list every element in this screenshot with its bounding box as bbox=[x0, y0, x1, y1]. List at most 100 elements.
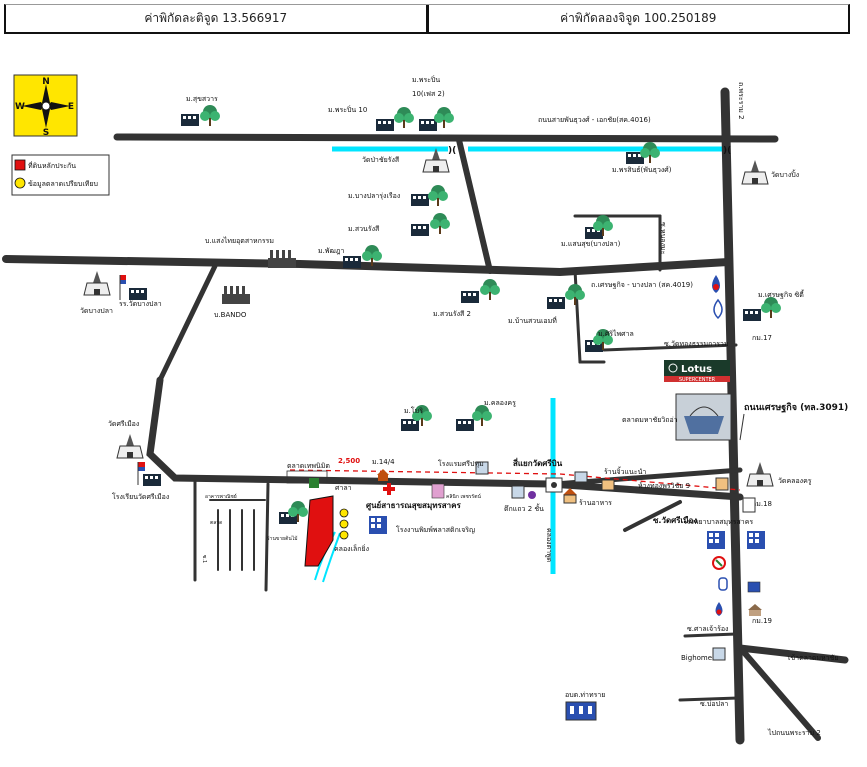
svg-text:โรงแรมศรีปทุม: โรงแรมศรีปทุม bbox=[438, 459, 484, 468]
svg-text:วัดบางปิ้ง: วัดบางปิ้ง bbox=[771, 168, 799, 179]
svg-text:สี่แยกวัดศรีบิน: สี่แยกวัดศรีบิน bbox=[513, 457, 563, 468]
svg-text:ม.พระปิ่น: ม.พระปิ่น bbox=[412, 75, 440, 84]
svg-text:วัดคลองครู: วัดคลองครู bbox=[778, 477, 812, 485]
road-north bbox=[113, 133, 779, 143]
khlong-lek-label: คลองเล็กยิ่ง bbox=[334, 544, 369, 553]
svg-text:ม.พรสินธ์(พันธุวงศ์): ม.พรสินธ์(พันธุวงศ์) bbox=[612, 166, 672, 174]
road-north-label: ถนนสายพันธุวงศ์ - เอกชัย(สค.4016) bbox=[538, 116, 651, 124]
legend-item-market: ข้อมูลตลาดเปรียบเทียบ bbox=[28, 180, 98, 188]
temple-wat-bangping: วัดบางปิ้ง bbox=[741, 159, 799, 185]
legend-red-swatch bbox=[14, 159, 26, 171]
school-bangpla: รร.วัดบางปลา bbox=[119, 275, 162, 308]
road-to-mahachai bbox=[736, 644, 849, 664]
khlong-prapa-label: คลองตาพูด bbox=[545, 528, 553, 562]
village-ban-suan: ม.บ้านสวนเอมที่ bbox=[508, 284, 585, 325]
village-suan-rangsi: ม.สวนรังสี bbox=[348, 213, 450, 236]
svg-text:Lotus: Lotus bbox=[681, 364, 712, 375]
temple-wat-srimuang: วัดศรีเมือง bbox=[108, 420, 144, 459]
lotus-supercenter: Lotus SUPERCENTER bbox=[664, 360, 730, 383]
svg-text:อบต.ท่าทราย: อบต.ท่าทราย bbox=[565, 691, 605, 699]
svg-text:ม.พระปิ่น 10: ม.พระปิ่น 10 bbox=[328, 105, 367, 114]
road-soi-sanjao bbox=[683, 632, 738, 638]
tambon-office: อบต.ท่าทราย bbox=[565, 691, 605, 721]
soi-1-label: ซ.1 bbox=[201, 555, 207, 563]
svg-text:ม.พัฒฎา: ม.พัฒฎา bbox=[318, 247, 344, 255]
road-soi-bo-pla bbox=[678, 696, 740, 702]
school-srimuang: โรงเรียนวัดศรีเมือง bbox=[112, 462, 169, 501]
svg-text:วัดศรีเมือง: วัดศรีเมือง bbox=[108, 420, 139, 428]
svg-text:ร้านอาหาร: ร้านอาหาร bbox=[579, 499, 612, 507]
factory-sangthai: บ.แสงไทยอุตสาหกรรม bbox=[205, 236, 296, 268]
wat-khlongkru-junction: สี่แยกวัดศรีบิน bbox=[513, 457, 563, 493]
road-settakit-bangpla-label: ถ.เศรษฐกิจ - บางปลา (สค.4019) bbox=[591, 281, 693, 289]
village-prapin10: ม.พระปิ่น 10 ม.พระปิ่น 10(เฟส 2) bbox=[328, 75, 454, 131]
compass-east: E bbox=[68, 102, 74, 112]
tree-shop: ร้านขายต้นไม้ bbox=[267, 501, 308, 542]
road-soi-srimuang bbox=[623, 500, 682, 532]
road-vertical-1 bbox=[456, 137, 493, 274]
soi-sanjao-label: ซ.ศาลเจ้าร้อง bbox=[687, 625, 728, 633]
road-soi-thongtham bbox=[602, 343, 738, 352]
km17-label: กม.17 bbox=[752, 334, 772, 342]
road-settakit-bangpla bbox=[2, 255, 732, 277]
canal-marker-right: )( bbox=[723, 146, 731, 156]
road-to-rama2 bbox=[739, 647, 821, 741]
svg-text:ตึกแถว 2 ชั้น: ตึกแถว 2 ชั้น bbox=[504, 502, 544, 513]
bighome-store: Bighome bbox=[681, 647, 726, 662]
svg-text:Bighome: Bighome bbox=[681, 654, 712, 662]
temple-wat-bangpla: วัดบางปลา bbox=[80, 270, 113, 315]
house-kmu: ม.14/4 bbox=[372, 458, 395, 481]
svg-text:ม.ศิริไพศาล: ม.ศิริไพศาล bbox=[598, 329, 634, 338]
svg-text:ม.14/4: ม.14/4 bbox=[372, 458, 395, 466]
svg-text:ม.บ้านสวนเอมที่: ม.บ้านสวนเอมที่ bbox=[508, 316, 557, 325]
svg-text:ร้านขายต้นไม้: ร้านขายต้นไม้ bbox=[267, 535, 298, 542]
village-suksawan: ม.สุขสวาร bbox=[181, 95, 220, 126]
svg-text:ศูนย์สาธารณสุขสมุทรสาคร: ศูนย์สาธารณสุขสมุทรสาคร bbox=[366, 500, 462, 511]
distance-label: 2,500 bbox=[338, 457, 360, 465]
village-pattra: ม.พัฒฎา bbox=[318, 245, 382, 268]
road-settakit-main-label: ถนนเศรษฐกิจ (ทล.3091) bbox=[744, 402, 848, 413]
shophouse-2-floor: ตึกแถว 2 ชั้น bbox=[504, 485, 544, 513]
legend-item-collateral: ที่ดินหลักประกัน bbox=[28, 161, 76, 170]
road-soi-left-2 bbox=[264, 482, 270, 592]
svg-text:ม.โมริ: ม.โมริ bbox=[404, 406, 423, 415]
coordinate-bar: ค่าพิกัดละติจูด 13.566917 ค่าพิกัดลองจิจ… bbox=[4, 4, 850, 34]
village-mori: ม.โมริ bbox=[401, 405, 432, 431]
compass-north: N bbox=[42, 77, 50, 87]
svg-text:SUPERCENTER: SUPERCENTER bbox=[679, 377, 716, 383]
svg-text:ม.เศรษฐกิจ ซิตี้: ม.เศรษฐกิจ ซิตี้ bbox=[758, 288, 805, 299]
hospital: โรงพยาบาลสมุทรสาคร bbox=[683, 517, 765, 549]
clinic: คลินิก เพชรรัตน์ bbox=[431, 483, 481, 500]
village-pornsin: ม.พรสินธ์(พันธุวงศ์) bbox=[612, 142, 672, 174]
health-center: ศูนย์สาธารณสุขสมุทรสาคร bbox=[366, 483, 462, 511]
svg-text:ห้างทองพรวิชัย 9: ห้างทองพรวิชัย 9 bbox=[638, 482, 690, 490]
distance-route bbox=[289, 469, 741, 491]
svg-text:วัดบางปลา: วัดบางปลา bbox=[80, 307, 113, 315]
shophouse-left-label: อาคารพาณิชย์ bbox=[205, 493, 237, 500]
village-suan-rangsi-2: ม.สวนรังสี 2 bbox=[433, 279, 500, 318]
legend-yellow-swatch bbox=[14, 177, 26, 189]
svg-text:โรงงานพิมพ์พลาสติกเจริญ: โรงงานพิมพ์พลาสติกเจริญ bbox=[396, 525, 475, 534]
canal-marker-left: )( bbox=[448, 146, 456, 156]
road-main-south bbox=[146, 376, 744, 501]
factory-printing: โรงงานพิมพ์พลาสติกเจริญ bbox=[369, 516, 475, 534]
collateral-parcel bbox=[304, 495, 334, 567]
gold-shop: ห้างทองพรวิชัย 9 bbox=[638, 477, 729, 491]
restaurant: ร้านอาหาร bbox=[563, 488, 612, 507]
svg-text:ร้านจิ้วแนะนำ: ร้านจิ้วแนะนำ bbox=[604, 465, 646, 476]
road-to-mahachai-label: เข้าตลาดมหาชัย bbox=[788, 654, 838, 662]
village-siri: ม.ศิริไพศาล bbox=[585, 329, 634, 352]
market-thepnimit-label: ตลาดเทพนิมิต bbox=[287, 462, 330, 470]
svg-text:รร.วัดบางปลา: รร.วัดบางปลา bbox=[119, 300, 162, 308]
svg-text:ม.สวนรังสี 2: ม.สวนรังสี 2 bbox=[433, 310, 471, 318]
seven-eleven-icon bbox=[309, 478, 319, 488]
village-khlongkru: ม.คลองครู bbox=[456, 399, 516, 431]
canal-small-2 bbox=[322, 532, 341, 583]
longitude-label: ค่าพิกัดลองจิจูด 100.250189 bbox=[425, 5, 849, 32]
svg-text:ม.สุขสวาร: ม.สุขสวาร bbox=[186, 95, 218, 103]
road-diag-left bbox=[157, 263, 218, 383]
road-rama2-bottom-label: ไปถนนพระราม 2 bbox=[767, 728, 821, 737]
svg-text:ม.แสนสุข(บางปลา): ม.แสนสุข(บางปลา) bbox=[561, 240, 621, 248]
soi-nongma-label: ซ.หนองมะ bbox=[659, 222, 667, 255]
